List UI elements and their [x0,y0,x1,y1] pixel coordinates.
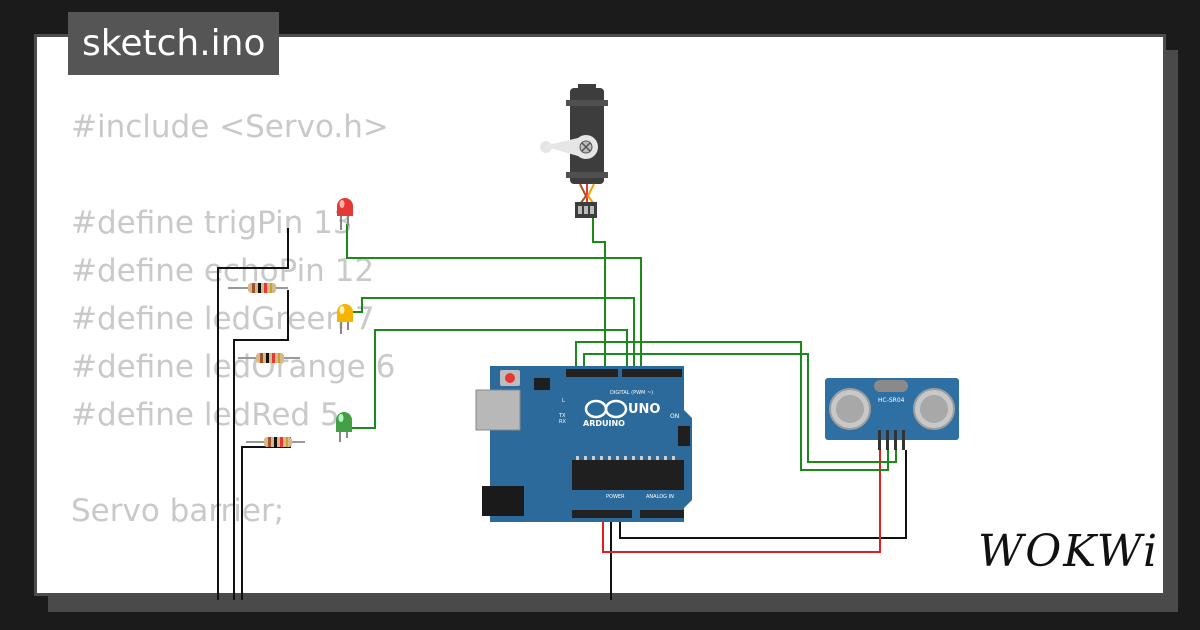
code-line: Servo barrier; [71,493,285,529]
resistor[interactable] [228,283,288,293]
led-orange[interactable] [337,304,353,334]
code-line: void setup() { [71,583,395,593]
servo-motor[interactable] [540,84,608,218]
on-label: ON [670,413,679,420]
code-line: #define trigPin 13 [71,205,353,241]
sensor-label: HC-SR04 [878,397,905,404]
ground-wires [217,228,907,600]
code-line: #include <Servo.h> [71,109,389,145]
resistor[interactable] [238,353,300,363]
led-red[interactable] [337,198,353,230]
arduino-logo [584,399,628,419]
arduino-uno-board[interactable]: UNO ARDUINO ON DIGITAL (PWM ~) POWER ANA… [475,366,692,522]
chip-pins [576,456,675,460]
code-line: #define ledOrange 6 [71,349,396,385]
code-preview: #include <Servo.h> #define trigPin 13 #def… [71,103,396,593]
analog-label: ANALOG IN [646,494,674,500]
led-green[interactable] [336,412,352,442]
digital-label: DIGITAL (PWM ~) [610,390,653,396]
wokwi-logo: WOKWi [978,526,1160,577]
led-l-label: L [562,398,565,404]
board-brand: ARDUINO [583,419,625,428]
file-tab[interactable]: sketch.ino [68,12,280,75]
board-model: UNO [628,402,661,417]
signal-wires [345,218,897,471]
rx-label: RX [559,419,566,425]
tx-label: TX [558,413,566,419]
ultrasonic-sensor[interactable]: HC-SR04 [825,378,959,450]
vcc-wire [602,450,881,553]
resistor[interactable] [246,437,305,447]
power-label: POWER [606,494,625,500]
code-line: #define ledGreen 7 [71,301,375,337]
code-line: #define ledRed 5 [71,397,340,433]
